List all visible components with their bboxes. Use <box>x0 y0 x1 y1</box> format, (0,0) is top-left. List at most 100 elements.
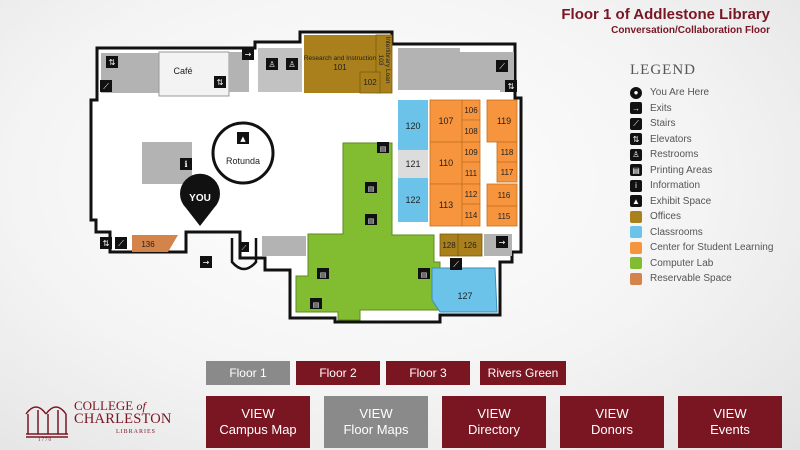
room-115-number: 115 <box>498 212 511 221</box>
info-icon: i <box>630 179 642 192</box>
legend-item-stairs: ⟋Stairs <box>630 116 795 132</box>
legend-color-swatch <box>630 272 642 285</box>
room-121[interactable] <box>398 150 428 178</box>
room-114[interactable] <box>461 203 481 227</box>
room-119[interactable] <box>486 99 518 143</box>
stairs-icon: ⟋ <box>630 117 642 130</box>
legend-item-label: You Are Here <box>650 87 710 99</box>
room-101-number: 101 <box>333 63 347 72</box>
room-122[interactable] <box>398 178 428 222</box>
svg-text:▤: ▤ <box>380 145 387 153</box>
room-122-number: 122 <box>405 195 420 205</box>
printer-icon: ▤ <box>310 298 322 309</box>
legend-swatch-label: Reservable Space <box>650 273 732 285</box>
nav-button-line1: VIEW <box>595 406 629 421</box>
room-102[interactable] <box>359 71 381 94</box>
legend: LEGEND ●You Are Here→Exits⟋Stairs⇅Elevat… <box>630 62 795 287</box>
room-103-number: 103 <box>377 55 384 66</box>
exhibit-icon: ▲ <box>237 132 249 144</box>
room-120[interactable] <box>398 100 428 150</box>
you-label: YOU <box>189 193 211 204</box>
legend-item-elevator: ⇅ Elevators <box>630 132 795 148</box>
legend-swatch-item: Center for Student Learning <box>630 240 795 256</box>
room-114-number: 114 <box>465 211 478 220</box>
floor-tab-3[interactable]: Floor 3 <box>386 361 470 385</box>
stair-curve <box>230 238 258 271</box>
you-are-here-marker: YOU <box>179 173 220 226</box>
room-gray-cafe-side <box>229 52 249 92</box>
floor-tab-4[interactable]: Rivers Green <box>480 361 566 385</box>
room-136[interactable] <box>132 235 178 252</box>
room-116-number: 116 <box>498 191 511 200</box>
svg-text:⇅: ⇅ <box>217 78 224 87</box>
svg-text:⇅: ⇅ <box>103 239 110 248</box>
page-title: Floor 1 of Addlestone Library <box>561 6 770 23</box>
printer-icon: ▤ <box>630 164 642 177</box>
elevator-icon: ⇅ <box>505 80 517 92</box>
restroom-icon: ♙ <box>630 148 642 161</box>
room-115[interactable] <box>486 205 518 227</box>
legend-swatch-label: Classrooms <box>650 226 703 238</box>
room-108-number: 108 <box>464 127 478 136</box>
legend-item-printer: ▤Printing Areas <box>630 163 795 179</box>
logo-line1: COLLEGE of <box>74 398 146 413</box>
room-117-number: 117 <box>501 168 514 177</box>
floor-plan-map: Café Research and Instruction 101 Interl… <box>89 30 523 324</box>
legend-swatch-item: Classrooms <box>630 225 795 241</box>
nav-button-line1: VIEW <box>477 406 511 421</box>
exit-icon: → <box>496 236 508 248</box>
room-127-number: 127 <box>457 291 472 301</box>
svg-text:▤: ▤ <box>421 271 428 279</box>
computer-lab[interactable] <box>295 142 441 321</box>
room-110[interactable] <box>429 141 463 185</box>
svg-text:⟋: ⟋ <box>242 244 247 252</box>
legend-item-you-are-here: ●You Are Here <box>630 85 795 101</box>
svg-text:⟋: ⟋ <box>118 239 124 248</box>
elevator-icon: ⇅ <box>630 133 642 146</box>
legend-swatch-item: Reservable Space <box>630 271 795 287</box>
stairs-icon: ⟋ <box>100 80 112 92</box>
nav-button-line2: Events <box>710 422 750 437</box>
restroom-icon: ♙ <box>286 58 298 70</box>
exhibit-icon: ▲ <box>630 195 642 208</box>
room-120-number: 120 <box>405 121 420 131</box>
room-106-number: 106 <box>464 106 478 115</box>
svg-text:→: → <box>499 238 506 247</box>
exit-icon: → <box>242 48 254 60</box>
room-127[interactable] <box>431 267 498 313</box>
legend-item-exit: →Exits <box>630 101 795 117</box>
page-subtitle: Conversation/Collaboration Floor <box>611 25 770 36</box>
room-113[interactable] <box>429 183 463 227</box>
svg-text:▤: ▤ <box>368 217 375 225</box>
floor-tab-2[interactable]: Floor 2 <box>296 361 380 385</box>
room-107-number: 107 <box>438 116 453 126</box>
exit-icon: → <box>630 102 642 115</box>
room-126[interactable] <box>457 233 483 257</box>
exit-icon: → <box>200 256 212 268</box>
room-gray-topright-1 <box>398 48 460 90</box>
logo-seal-icon <box>25 406 68 438</box>
legend-item-label: Elevators <box>650 133 692 145</box>
svg-text:▲: ▲ <box>240 135 246 143</box>
stairs-icon: ⟋ <box>239 242 249 252</box>
elevator-icon: ⇅ <box>100 237 112 249</box>
legend-item-label: Restrooms <box>650 149 699 161</box>
restroom-icon: ♙ <box>266 58 278 70</box>
legend-color-swatch <box>630 226 642 239</box>
rotunda <box>211 121 275 185</box>
svg-text:♙: ♙ <box>288 60 295 69</box>
legend-color-swatch <box>630 257 642 270</box>
svg-text:⟋: ⟋ <box>453 260 459 269</box>
room-117[interactable] <box>496 161 518 183</box>
floor-tab-1[interactable]: Floor 1 <box>206 361 290 385</box>
legend-item-exhibit: ▲Exhibit Space <box>630 194 795 210</box>
room-118-number: 118 <box>501 148 514 157</box>
svg-text:▤: ▤ <box>313 301 320 309</box>
